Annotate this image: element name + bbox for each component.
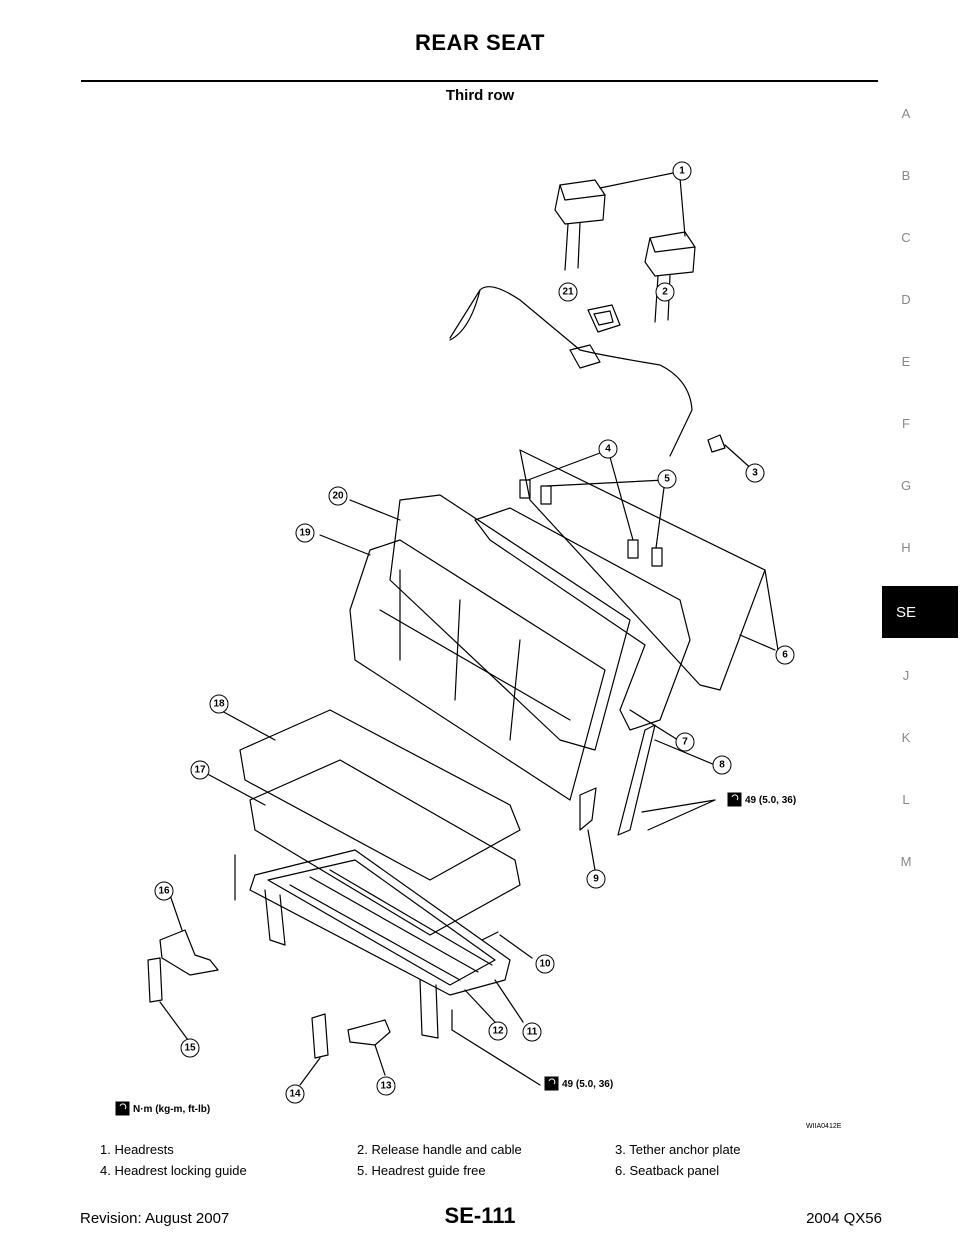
exploded-seat-diagram: 1 2 3 4 5 6 7 8 9 10 11 12 13 14 15 16 1… <box>115 161 796 1116</box>
callout-14: 14 <box>289 1089 301 1100</box>
callout-8: 8 <box>719 760 725 771</box>
callout-20: 20 <box>332 491 344 502</box>
side-index-l[interactable]: L <box>902 792 910 807</box>
side-index-h[interactable]: H <box>901 540 911 555</box>
section-title: Third row <box>445 87 515 104</box>
callout-7: 7 <box>682 737 688 748</box>
torque-units-note: N·m (kg-m, ft-lb) <box>133 1104 210 1115</box>
side-index-c[interactable]: C <box>901 230 911 245</box>
side-index-e[interactable]: E <box>901 354 911 369</box>
callout-10: 10 <box>539 959 551 970</box>
callout-11: 11 <box>527 1027 538 1038</box>
footer-page-number: SE-111 <box>444 1203 516 1228</box>
callouts <box>154 161 795 1104</box>
side-index-d[interactable]: D <box>901 292 911 307</box>
callout-18: 18 <box>213 699 225 710</box>
callout-21: 21 <box>562 287 574 298</box>
callout-2: 2 <box>662 287 668 298</box>
callout-15: 15 <box>184 1043 196 1054</box>
side-index-k[interactable]: K <box>901 730 911 745</box>
page-title: REAR SEAT <box>415 30 545 55</box>
side-index-g[interactable]: G <box>900 478 912 493</box>
side-index-a[interactable]: A <box>901 106 911 121</box>
torque-spec-right: 49 (5.0, 36) <box>745 795 796 806</box>
side-index-se-active[interactable]: SE <box>882 586 958 638</box>
figure-code: WIIA0412E <box>806 1123 842 1130</box>
torque-icon-right <box>727 792 742 807</box>
legend-item-4: 4. Headrest locking guide <box>100 1163 247 1178</box>
callout-1: 1 <box>679 166 685 177</box>
torque-units-icon <box>115 1101 130 1116</box>
footer-revision: Revision: August 2007 <box>80 1210 230 1227</box>
torque-spec-bottom: 49 (5.0, 36) <box>562 1079 613 1090</box>
footer-model: 2004 QX56 <box>806 1210 882 1227</box>
headrest-right <box>644 231 696 323</box>
side-index-m[interactable]: M <box>900 854 912 869</box>
callout-3: 3 <box>752 468 758 479</box>
callout-4: 4 <box>605 444 611 455</box>
side-index-j[interactable]: J <box>902 668 910 683</box>
callout-6: 6 <box>782 650 788 661</box>
legend-item-2: 2. Release handle and cable <box>357 1142 522 1157</box>
callout-17: 17 <box>194 765 206 776</box>
legend-item-3: 3. Tether anchor plate <box>615 1142 741 1157</box>
callout-12: 12 <box>492 1026 504 1037</box>
legend-item-1: 1. Headrests <box>100 1142 174 1157</box>
callout-5: 5 <box>664 474 670 485</box>
side-index-b[interactable]: B <box>901 168 911 183</box>
torque-icon-bottom <box>544 1076 559 1091</box>
callout-19: 19 <box>299 528 311 539</box>
headrest-left <box>554 179 606 271</box>
callout-13: 13 <box>380 1081 392 1092</box>
callout-16: 16 <box>158 886 170 897</box>
callout-9: 9 <box>593 874 599 885</box>
legend-item-5: 5. Headrest guide free <box>357 1163 486 1178</box>
legend-item-6: 6. Seatback panel <box>615 1163 720 1178</box>
side-index-f[interactable]: F <box>902 416 910 431</box>
title-rule <box>81 80 878 82</box>
